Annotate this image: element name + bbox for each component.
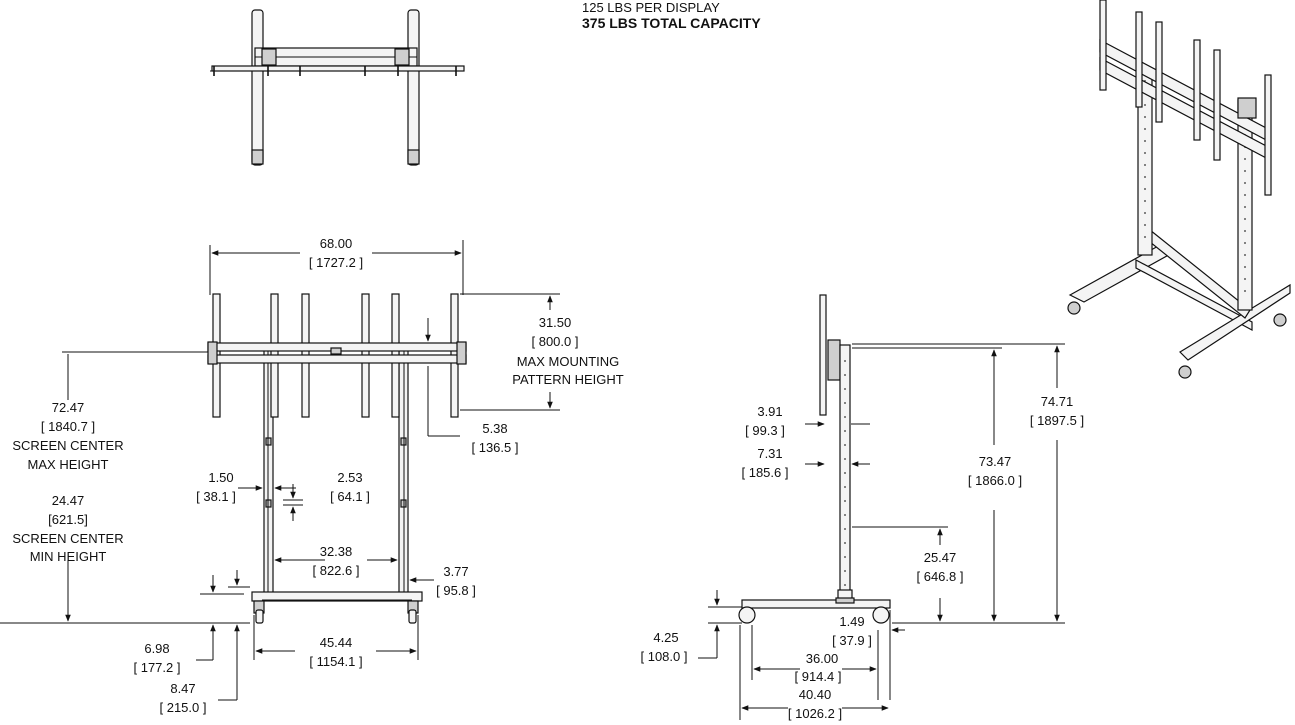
side-dimensions: 3.91 [ 99.3 ] 7.31 [ 185.6 ] 73.47 [ 186… — [641, 343, 1084, 721]
dim-inner-span-in: 32.38 — [320, 544, 353, 559]
dim-overall-width-in: 68.00 — [320, 236, 353, 251]
dim-column-height-mm: [ 1866.0 ] — [968, 473, 1022, 488]
dim-caster-height-in: 6.98 — [144, 641, 169, 656]
dim-max-height-label-2: MAX HEIGHT — [28, 457, 109, 472]
dim-inner-span-mm: [ 822.6 ] — [313, 563, 360, 578]
dim-base-gap-mm: [ 95.8 ] — [436, 583, 476, 598]
dim-base-depth-mm: [ 914.4 ] — [795, 669, 842, 684]
dim-mounting-pattern-in: 31.50 — [539, 315, 572, 330]
dim-min-height-label-1: SCREEN CENTER — [12, 531, 123, 546]
dim-overall-depth-mm: [ 1026.2 ] — [788, 706, 842, 721]
dim-low-height-in: 25.47 — [924, 550, 957, 565]
dim-caster-offset-mm: [ 37.9 ] — [832, 633, 872, 648]
dim-base-height-mm: [ 215.0 ] — [160, 700, 207, 715]
dim-overall-width-mm: [ 1727.2 ] — [309, 255, 363, 270]
dim-mounting-pattern-label-2: PATTERN HEIGHT — [512, 372, 624, 387]
capacity-per-display: 125 LBS PER DISPLAY — [582, 0, 720, 15]
dim-overall-height-in: 74.71 — [1041, 394, 1074, 409]
dim-low-height-mm: [ 646.8 ] — [917, 569, 964, 584]
dim-hole-pitch-in: 2.53 — [337, 470, 362, 485]
dim-caster-height-mm: [ 177.2 ] — [134, 660, 181, 675]
dim-post-width-mm: [ 38.1 ] — [196, 489, 236, 504]
dim-max-height-in: 72.47 — [52, 400, 85, 415]
dim-mount-offset-a-mm: [ 99.3 ] — [745, 423, 785, 438]
dim-base-gap-in: 3.77 — [443, 564, 468, 579]
isometric-view — [1067, 0, 1291, 379]
dim-max-height-mm: [ 1840.7 ] — [41, 419, 95, 434]
dim-mounting-pattern-label-1: MAX MOUNTING — [517, 354, 620, 369]
dim-mount-offset-b-in: 7.31 — [757, 446, 782, 461]
dim-base-height-in: 8.47 — [170, 681, 195, 696]
side-view — [738, 294, 891, 624]
dim-min-height-mm: [621.5] — [48, 512, 88, 527]
dim-max-height-label-1: SCREEN CENTER — [12, 438, 123, 453]
dim-mounting-pattern-mm: [ 800.0 ] — [532, 334, 579, 349]
dim-min-height-in: 24.47 — [52, 493, 85, 508]
dim-base-depth-in: 36.00 — [806, 651, 839, 666]
capacity-total: 375 LBS TOTAL CAPACITY — [582, 15, 761, 31]
dim-caster-offset-in: 1.49 — [839, 614, 864, 629]
dim-base-width-mm: [ 1154.1 ] — [309, 654, 362, 669]
dim-column-height-in: 73.47 — [979, 454, 1012, 469]
dim-post-width-in: 1.50 — [208, 470, 233, 485]
front-view — [207, 293, 467, 624]
dim-foot-height-mm: [ 108.0 ] — [641, 649, 688, 664]
dim-overall-depth-in: 40.40 — [799, 687, 832, 702]
top-view — [210, 9, 465, 166]
dim-foot-height-in: 4.25 — [653, 630, 678, 645]
dim-mount-offset-a-in: 3.91 — [757, 404, 782, 419]
dim-offset-in: 5.38 — [482, 421, 507, 436]
dim-hole-pitch-mm: [ 64.1 ] — [330, 489, 370, 504]
dim-overall-height-mm: [ 1897.5 ] — [1030, 413, 1084, 428]
dim-base-width-in: 45.44 — [320, 635, 353, 650]
dim-mount-offset-b-mm: [ 185.6 ] — [742, 465, 789, 480]
dim-offset-mm: [ 136.5 ] — [472, 440, 519, 455]
front-dimensions: 68.00 [ 1727.2 ] 31.50 [ 800.0 ] MAX MOU… — [0, 236, 624, 715]
dim-min-height-label-2: MIN HEIGHT — [30, 549, 107, 564]
